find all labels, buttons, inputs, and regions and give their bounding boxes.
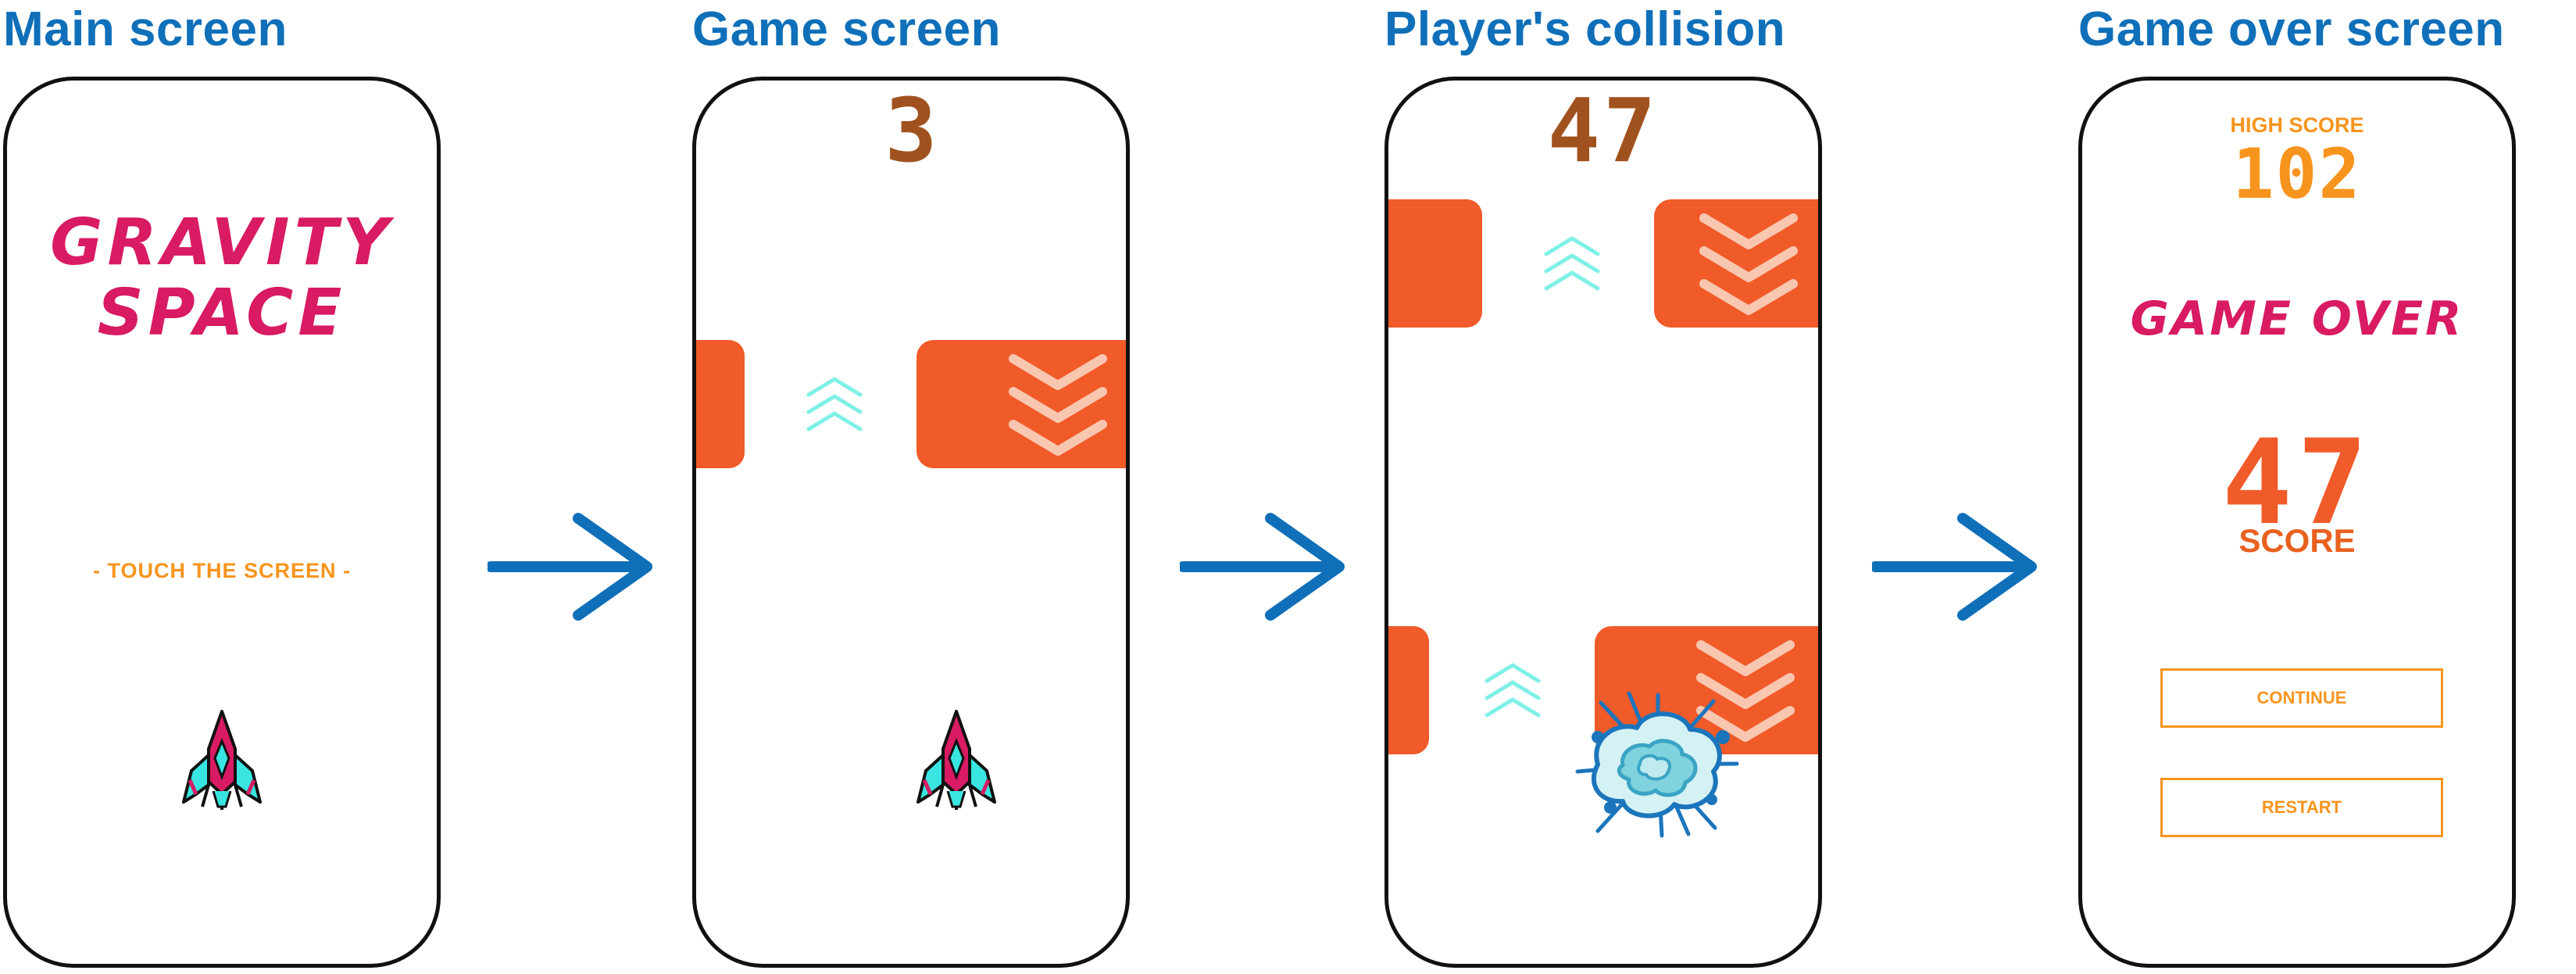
score-counter: 3	[884, 81, 938, 182]
game-over-screen-phone: HIGH SCORE 102 GAME OVER 47 SCORE CONTIN…	[2078, 77, 2516, 968]
high-score-label: HIGH SCORE	[2230, 113, 2364, 137]
chevron-down-icon	[1696, 640, 1795, 742]
arrow-right-icon	[488, 513, 652, 621]
final-score-label: SCORE	[2238, 522, 2356, 559]
game-over-screen-title: Game over screen	[2078, 2, 2505, 56]
chevron-down-icon	[1699, 213, 1798, 315]
collision-screen-title: Player's collision	[1384, 2, 1786, 56]
logo-line-1: GRAVITY	[50, 206, 394, 280]
main-screen-phone: GRAVITY SPACE - TOUCH THE SCREEN -	[3, 77, 441, 968]
chevron-up-icon	[1485, 663, 1541, 718]
obstacle-block-left	[1388, 626, 1429, 754]
obstacle-block-left	[1388, 199, 1482, 328]
obstacle-block-left	[696, 340, 745, 468]
game-over-heading: GAME OVER	[2130, 292, 2464, 346]
arrow-right-icon	[1872, 513, 2037, 621]
chevron-up-icon	[806, 377, 863, 431]
high-score-value: 102	[2232, 134, 2362, 214]
continue-button[interactable]: CONTINUE	[2160, 668, 2443, 728]
touch-hint[interactable]: - TOUCH THE SCREEN -	[92, 559, 351, 582]
chevron-up-icon	[1544, 236, 1600, 291]
explosion-icon	[1575, 691, 1739, 838]
score-counter: 47	[1547, 81, 1660, 182]
arrow-right-icon	[1180, 513, 1345, 621]
spaceship-icon	[182, 710, 262, 810]
main-screen-title: Main screen	[3, 2, 288, 56]
logo-line-2: SPACE	[97, 276, 347, 350]
game-screen-title: Game screen	[692, 2, 1001, 56]
final-score-value: 47	[2221, 415, 2373, 551]
restart-button[interactable]: RESTART	[2160, 778, 2443, 837]
collision-screen-phone: 47	[1384, 77, 1822, 968]
spaceship-icon	[916, 710, 996, 810]
game-screen-phone: 3	[692, 77, 1130, 968]
chevron-down-icon	[1009, 354, 1107, 456]
